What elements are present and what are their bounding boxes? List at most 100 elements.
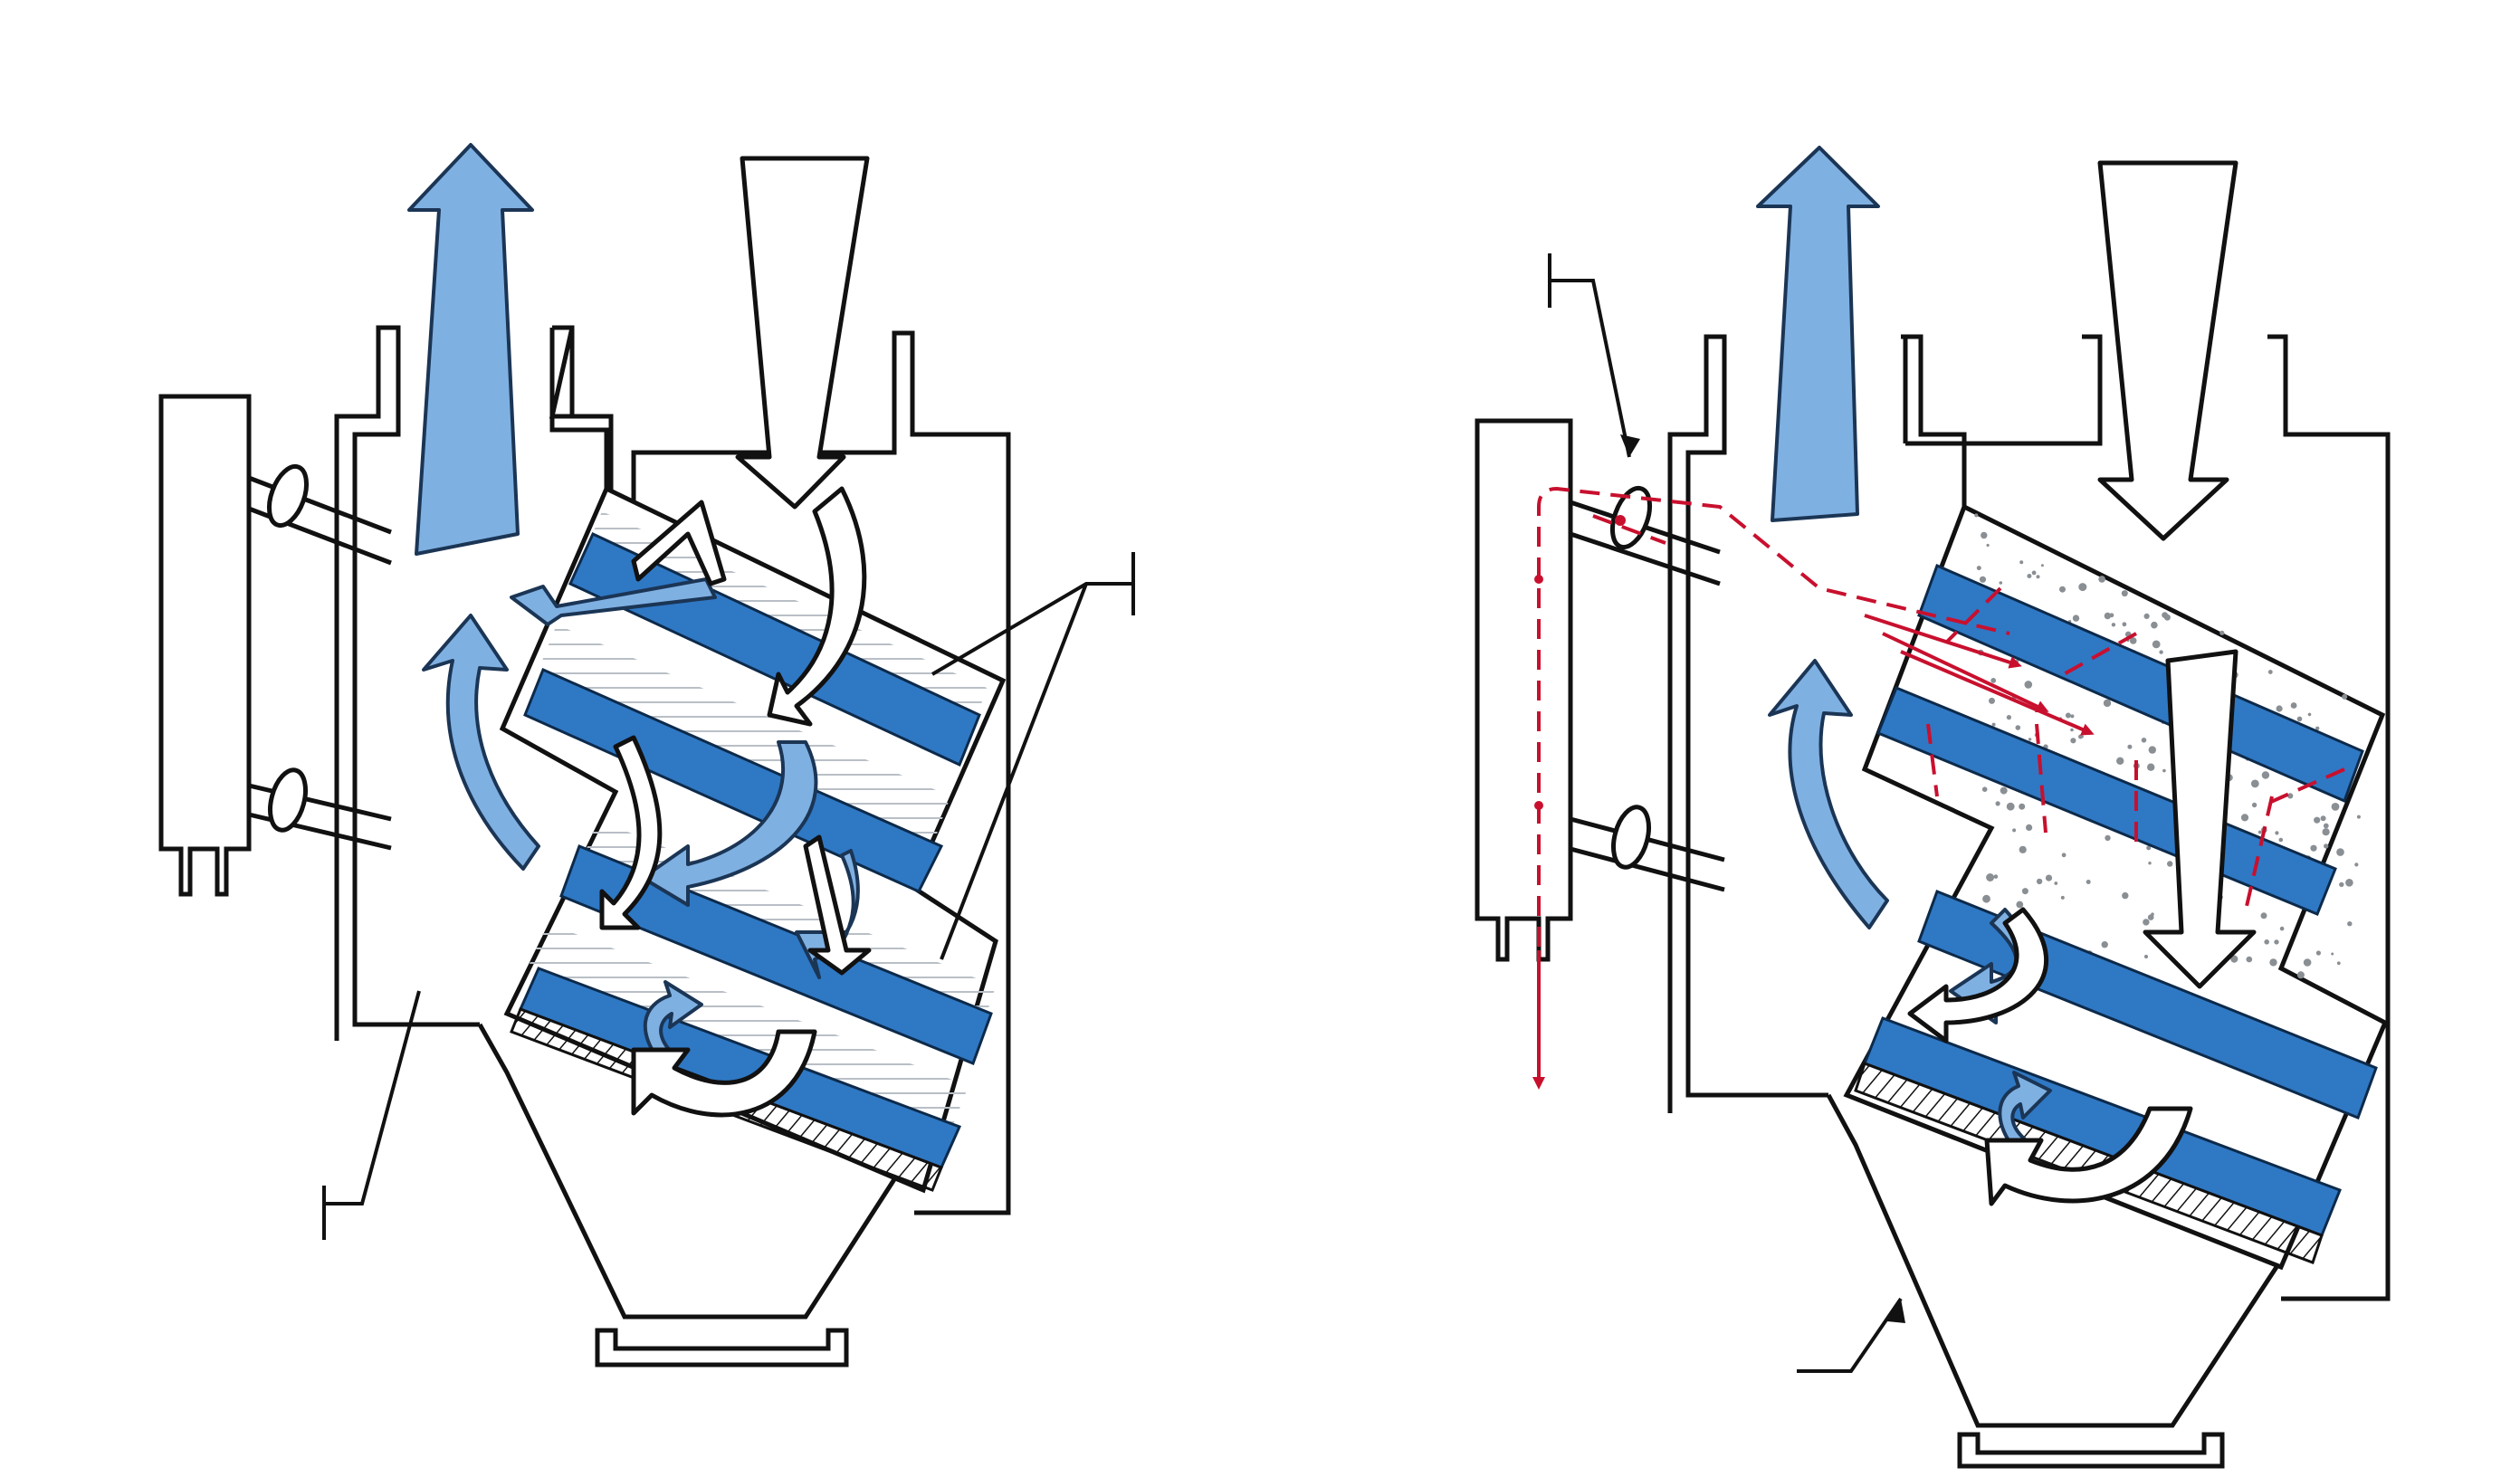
valve-upper [248,463,392,566]
dust-particle [2065,712,2071,719]
leader-housing-bottom [322,990,421,1240]
dust-particle [2250,779,2259,788]
dust-particle [2148,746,2156,754]
pulse-down-arrow-right [2143,649,2257,989]
dust-particle [2167,861,2173,867]
dust-particle [2296,716,2303,722]
dust-particle [2045,874,2053,881]
dust-particle [2021,888,2028,895]
dust-particle [2258,830,2262,834]
dust-particle [1974,513,1979,518]
dust-particle [2026,824,2033,832]
dust-particle [2152,640,2161,649]
inlet-air-arrow-right [2097,160,2238,541]
dust-particle [2072,615,2080,622]
dust-particle [1993,874,1999,879]
dust-particle [1981,531,1988,539]
dust-particle [2036,878,2043,885]
pulse-manifold-line [1537,486,2010,977]
dust-particle [2356,815,2361,819]
dust-particle [2086,880,2091,884]
dust-particle [2105,834,2111,842]
dust-particle [2078,583,2087,592]
hopper-right [1826,1093,2279,1428]
chamber-flow-arrow-a [599,735,663,930]
dust-particle [2354,862,2359,867]
dust-particle [1981,786,1988,792]
outer-housing [334,325,480,1041]
dust-particle [2143,954,2149,959]
dust-particle [2240,814,2249,822]
filter-layer-lower [510,819,996,1192]
dust-particle [2016,900,2024,909]
dust-particle [2315,950,2321,956]
valve-lower [248,767,392,851]
right-panel [1475,146,2391,1469]
dust-particle [1982,894,1990,903]
leader-valve-right [1548,253,1631,458]
dust-particle [2269,958,2277,967]
chamber-flow-arrow-c [803,834,872,976]
dust-particle [2151,912,2154,916]
dust-particle [2339,881,2344,888]
dust-particle [2019,803,2026,810]
dust-particle [1976,566,1981,571]
dust-particle [2116,757,2124,765]
dust-particle [2103,699,2112,708]
dust-particle [2027,574,2032,578]
dust-particle [2162,768,2166,773]
return-flow-arrow [631,1029,817,1118]
dust-particle [2129,637,2137,644]
dust-particle [2323,823,2329,829]
dust-particle [2070,738,2076,744]
dust-particle [1989,697,1995,704]
dust-particle [1979,576,1987,583]
dust-particle [1986,873,1995,881]
dust-particle [2322,828,2330,836]
dust-particle [2012,828,2017,833]
dust-particle [2296,971,2305,979]
dust-particle [2279,926,2285,931]
dust-particle [2324,843,2329,849]
dust-particle [2347,921,2353,927]
side-column-right [1475,418,1573,962]
dust-particle [2122,622,2127,627]
pulse-jet-path [1532,486,2345,1090]
dust-particle [2111,623,2116,627]
dust-particle [2147,763,2155,771]
dust-particle [2070,714,2075,719]
dust-particle [2275,831,2279,835]
dust-particle [2060,895,2065,900]
valve-lower-right [1570,805,1725,892]
chamber-air-arrow-3 [795,849,860,979]
dust-particle [2036,575,2040,579]
dust-particle [2061,853,2067,858]
dust-particle [2146,845,2152,851]
dust-particle [2310,844,2317,852]
dust-particle [2104,612,2112,620]
dust-particle [2331,952,2334,956]
dust-particle [2143,613,2150,620]
dust-particle [2320,815,2326,822]
recirculation-arrow-right [1768,659,1889,929]
dust-particle [2070,728,2074,732]
dust-particle [2246,956,2253,963]
dust-particle [2122,891,2129,900]
recirculation-arrow [422,614,540,871]
chamber-air-arrow-1 [510,577,717,626]
hopper-outlet [595,1328,849,1367]
dust-particle [1986,543,1990,548]
dust-particle [2260,912,2267,920]
dust-particle [2006,802,2015,811]
dust-particle [2276,705,2283,712]
dust-particle [2290,702,2297,709]
dust-particle [2261,771,2270,779]
dust-particle [1999,581,2003,585]
leader-filter-right [931,552,1135,960]
dust-particle [2024,681,2033,689]
dust-particle [2219,630,2225,635]
chamber-flow-arrow-b [631,500,727,586]
return-flow-arrow-right [1984,1106,2193,1206]
top-channel [549,327,575,419]
